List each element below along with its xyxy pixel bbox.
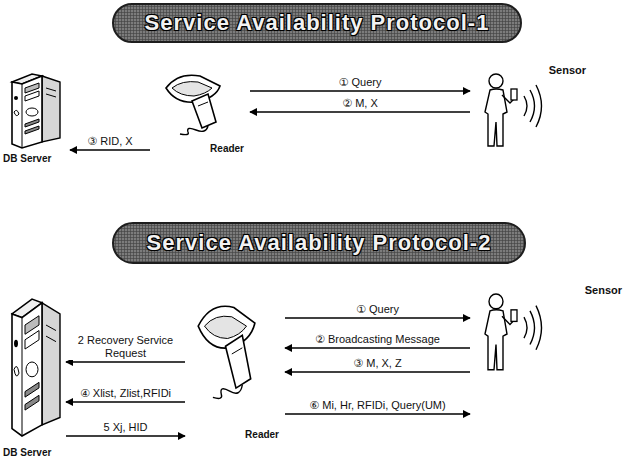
message-arrow xyxy=(250,111,470,112)
device-node: Sensor xyxy=(470,62,590,152)
message-label: ② Broadcasting Message xyxy=(313,333,442,346)
sensor-person-picture xyxy=(485,294,542,370)
reader-picture xyxy=(198,306,255,398)
message-arrow xyxy=(66,361,185,362)
message-label: 5 Xj, HID xyxy=(101,421,149,434)
device-node: Reader xyxy=(185,280,285,440)
message-label: ④ Xlist, Zlist,RFIDi xyxy=(78,387,173,400)
device-label: Sensor xyxy=(585,284,622,296)
db-server-picture xyxy=(12,299,60,436)
message-arrow xyxy=(285,317,470,318)
message-label: ② M, X xyxy=(340,97,380,110)
device-label: Sensor xyxy=(549,64,586,76)
message-label: ① Query xyxy=(337,76,384,89)
band-title: Service Availability Protocol-2 xyxy=(147,230,492,256)
title-band: Service Availability Protocol-1 xyxy=(112,3,522,43)
message-arrow xyxy=(285,371,470,372)
device-node: DB Server xyxy=(0,280,66,458)
device-node: DB Server xyxy=(0,62,70,164)
device-label: DB Server xyxy=(3,447,51,458)
message-arrow xyxy=(285,347,470,348)
reader-picture xyxy=(166,75,220,134)
message-label: ① Query xyxy=(354,303,401,316)
db-server-picture xyxy=(12,74,60,148)
message-label: 2 Recovery Service Request xyxy=(68,334,184,360)
device-node: Reader xyxy=(150,62,250,154)
title-band: Service Availability Protocol-2 xyxy=(112,222,526,264)
message-arrow xyxy=(70,149,150,150)
message-label: ③ M, X, Z xyxy=(351,357,403,370)
device-label: Reader xyxy=(210,143,244,154)
message-label: ③ RID, X xyxy=(85,135,134,148)
band-title: Service Availability Protocol-1 xyxy=(145,10,490,36)
message-label: ⑥ Mi, Hr, RFIDi, Query(UM) xyxy=(307,399,447,412)
message-arrow xyxy=(250,90,470,91)
device-label: DB Server xyxy=(3,153,51,164)
device-label: Reader xyxy=(245,429,279,440)
message-arrow xyxy=(66,401,185,402)
message-arrow xyxy=(66,435,185,436)
device-node: Sensor xyxy=(470,282,626,382)
sensor-person-picture xyxy=(485,74,542,146)
message-arrow xyxy=(285,413,470,414)
